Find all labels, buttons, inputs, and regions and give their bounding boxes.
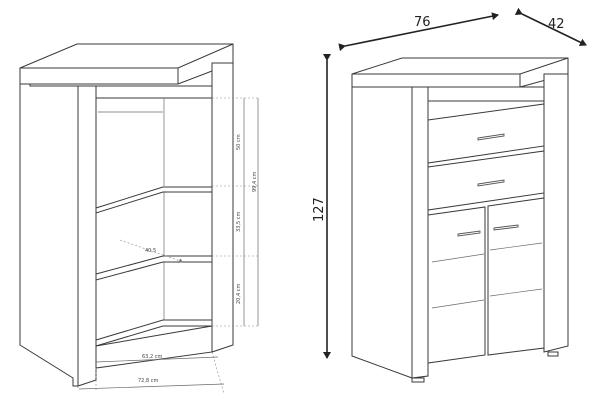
open-cabinet-drawing: 40,5 50 cm 99,4 cm 33,5 cm 20,4 cm 63,2 … <box>19 43 259 395</box>
left-top-slab <box>19 43 234 85</box>
right-door <box>487 197 545 356</box>
right-front-post <box>411 86 429 379</box>
right-right-post <box>543 73 569 353</box>
height-label: 127 <box>312 197 327 222</box>
left-front-post <box>77 85 97 387</box>
right-door-handle-icon <box>493 224 519 231</box>
foot-left <box>411 377 425 383</box>
shelf-2 <box>95 255 213 281</box>
plinth <box>95 325 213 369</box>
inner-width-label: 63,2 cm <box>142 354 162 360</box>
top-gap-label: 50 cm <box>236 134 242 150</box>
drawer-top <box>427 103 545 164</box>
depth-label: 42 <box>548 17 565 32</box>
left-side-panel <box>19 83 79 387</box>
right-front-rail <box>427 86 545 102</box>
outer-width-label: 72,8 cm <box>138 378 158 384</box>
drawer-bottom <box>427 150 545 211</box>
right-top-slab <box>351 57 569 88</box>
bottom-gap-label: 20,4 cm <box>236 284 242 304</box>
right-side-panel <box>351 86 413 379</box>
shelf-depth-label: 40,5 <box>145 248 156 254</box>
foot-right <box>547 351 559 357</box>
drawer-bottom-handle-icon <box>477 179 505 187</box>
shelf-1 <box>95 186 213 214</box>
left-door-handle-icon <box>457 230 481 237</box>
closed-cabinet-drawing: 76 42 127 <box>312 7 587 383</box>
width-label: 76 <box>414 15 431 30</box>
left-door <box>427 206 486 364</box>
right-side-post <box>211 62 234 353</box>
inner-height-label: 99,4 cm <box>252 172 258 192</box>
drawer-top-handle-icon <box>477 133 505 141</box>
left-front-rail <box>95 85 213 99</box>
middle-gap-label: 33,5 cm <box>236 212 242 232</box>
